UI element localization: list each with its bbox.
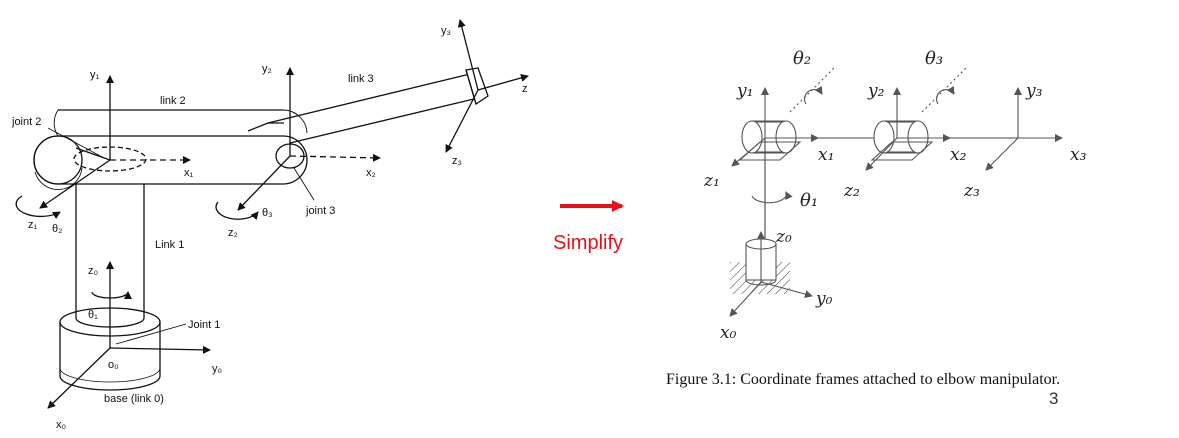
rlabel-x1: x₁ bbox=[818, 145, 834, 165]
label-z2: z₂ bbox=[228, 227, 238, 239]
rlabel-z1: z₁ bbox=[703, 171, 720, 191]
label-y3: y₃ bbox=[441, 25, 451, 37]
rlabel-x3: x₃ bbox=[1070, 145, 1087, 165]
elbow-manipulator-drawing bbox=[15, 19, 529, 409]
rlabel-theta3: θ₃ bbox=[925, 48, 943, 69]
figure-caption: Figure 3.1: Coordinate frames attached t… bbox=[666, 371, 1061, 388]
label-z3: z₃ bbox=[452, 155, 462, 167]
rlabel-z2: z₂ bbox=[843, 181, 860, 201]
joint3-cylinder bbox=[870, 120, 934, 161]
label-y1: y₁ bbox=[90, 69, 100, 81]
label-base: base (link 0) bbox=[104, 393, 164, 405]
label-x1: x₁ bbox=[184, 167, 194, 179]
rlabel-z3: z₃ bbox=[963, 181, 980, 201]
label-link3: link 3 bbox=[348, 73, 374, 85]
simplified-frames-drawing bbox=[729, 65, 1063, 317]
rlabel-y3: y₃ bbox=[1025, 81, 1043, 101]
rlabel-theta2: θ₂ bbox=[793, 48, 811, 69]
label-z1: z₁ bbox=[28, 219, 38, 231]
rlabel-z0: z₀ bbox=[775, 227, 792, 247]
label-o0: o₀ bbox=[108, 359, 119, 371]
label-x0: x₀ bbox=[56, 419, 66, 431]
rlabel-y2: y₂ bbox=[867, 81, 885, 101]
rlabel-y0: y₀ bbox=[815, 289, 833, 309]
label-joint3: joint 3 bbox=[305, 205, 335, 217]
label-joint2: joint 2 bbox=[11, 116, 41, 128]
left-diagram-labels: y₁ link 2 y₂ link 3 y₃ z joint 2 x₁ x₂ z… bbox=[11, 25, 528, 431]
label-z-top: z bbox=[522, 83, 528, 95]
rlabel-theta1: θ₁ bbox=[800, 190, 818, 211]
slide-number: 3 bbox=[1049, 389, 1059, 408]
rlabel-x2: x₂ bbox=[950, 145, 967, 165]
simplify-label: Simplify bbox=[553, 232, 624, 254]
label-theta2: θ₂ bbox=[52, 223, 62, 235]
label-z0: z₀ bbox=[88, 265, 98, 277]
link2-body bbox=[33, 109, 308, 191]
joint2-cylinder bbox=[738, 120, 802, 161]
base-joint bbox=[730, 238, 790, 294]
label-joint1: Joint 1 bbox=[188, 319, 220, 331]
label-y2: y₂ bbox=[262, 63, 272, 75]
label-theta1: θ₁ bbox=[88, 309, 98, 321]
right-diagram-labels: θ₂ θ₃ y₁ y₂ y₃ x₁ x₂ x₃ z₁ z₂ z₃ θ₁ z₀ y… bbox=[703, 48, 1087, 343]
rlabel-y1: y₁ bbox=[736, 81, 753, 101]
label-theta3: θ₃ bbox=[262, 207, 273, 219]
label-link2: link 2 bbox=[160, 95, 186, 107]
label-x2: x₂ bbox=[366, 167, 376, 179]
label-y0: y₀ bbox=[212, 363, 222, 375]
rlabel-x0: x₀ bbox=[720, 323, 737, 343]
label-link1: Link 1 bbox=[155, 239, 184, 251]
